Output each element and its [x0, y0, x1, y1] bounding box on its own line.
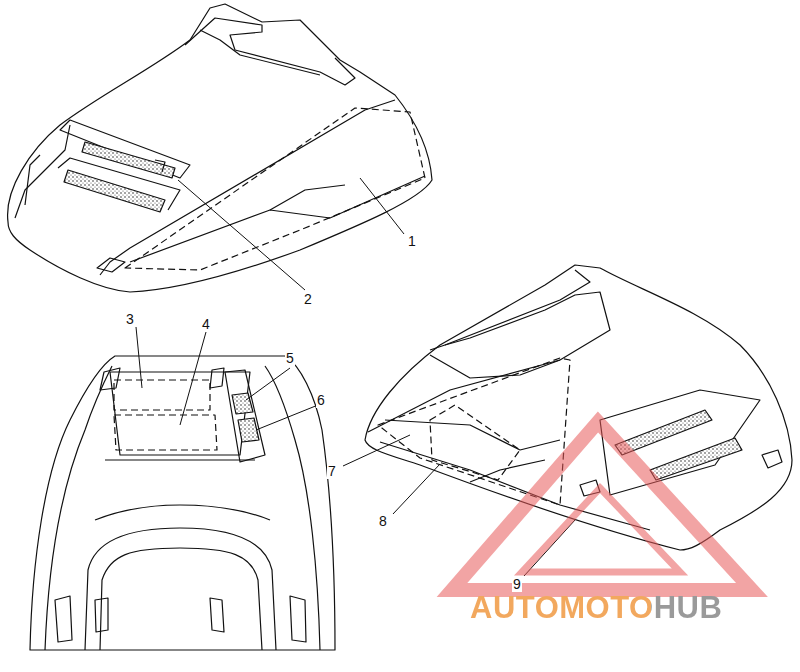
callout-number: 9 — [512, 576, 522, 592]
callout-number: 2 — [303, 291, 313, 307]
callout-number: 4 — [201, 316, 211, 332]
callout-number: 7 — [327, 463, 337, 479]
callout-number: 6 — [316, 392, 326, 408]
callout-number: 3 — [125, 311, 135, 327]
watermark-text: AUTOMOTOHUB — [470, 592, 722, 623]
callout-number: 1 — [407, 233, 417, 249]
callout-number: 5 — [285, 350, 295, 366]
callout-number: 8 — [378, 513, 388, 529]
